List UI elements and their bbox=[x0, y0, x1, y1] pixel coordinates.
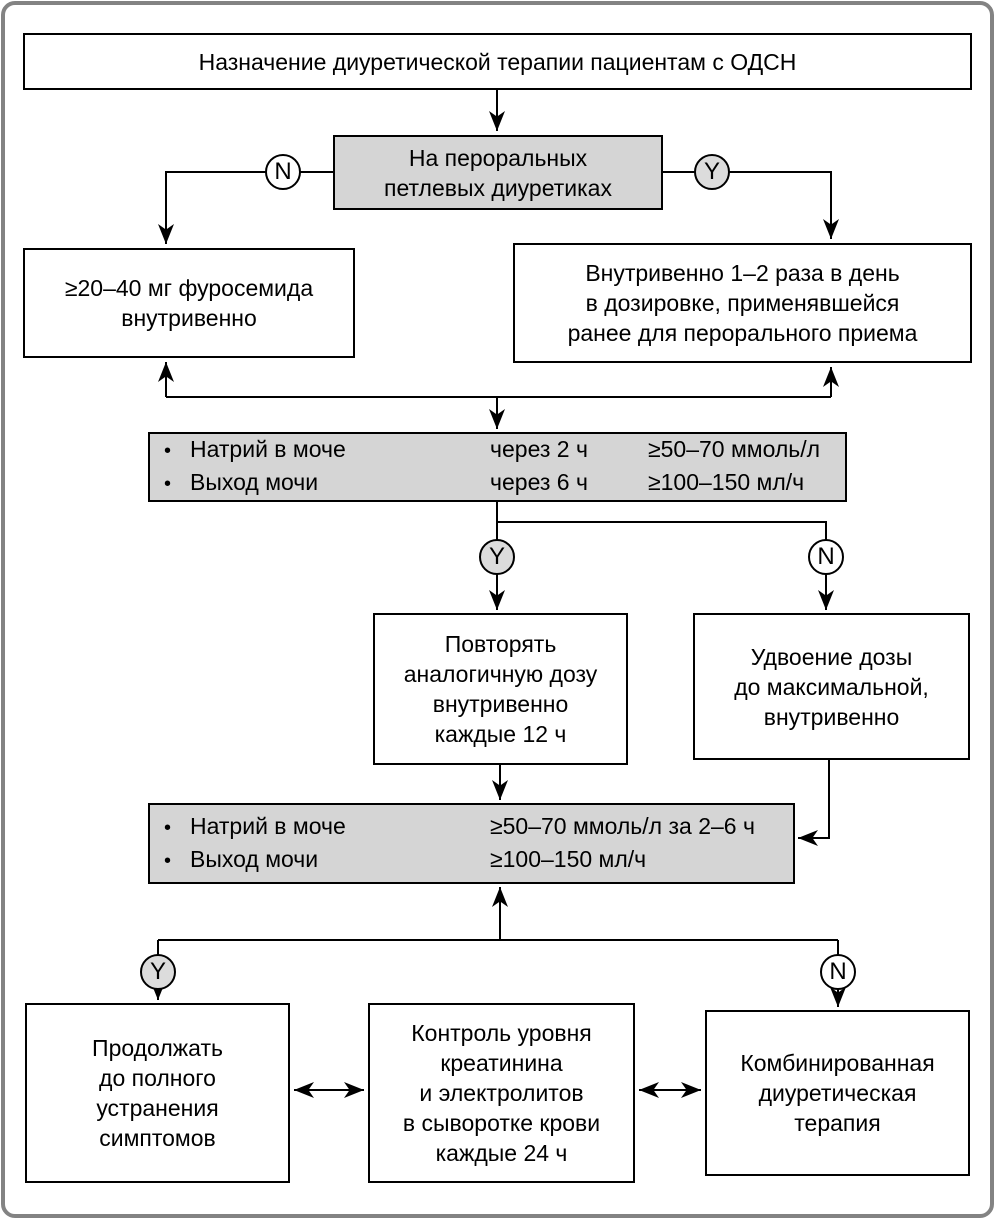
node-iv-prior-oral-dose: Внутривенно 1–2 раза в день в дозировке,… bbox=[513, 243, 972, 363]
bullet-icon: • bbox=[164, 473, 172, 495]
decision-yes-2: Y bbox=[479, 539, 515, 575]
node-monitor-labs: Контроль уровня креатинина и электролито… bbox=[368, 1003, 635, 1183]
check2-row-urine-output: • Выход мочи ≥100–150 мл/ч bbox=[164, 844, 793, 877]
check2-urine-label: Выход мочи bbox=[190, 845, 319, 872]
check1-urine-value: ≥100–150 мл/ч bbox=[648, 469, 805, 495]
check1-urine-label: Выход мочи bbox=[190, 469, 319, 495]
decision-yes-3: Y bbox=[140, 954, 176, 990]
check-box-1: • Натрий в моче через 2 ч ≥50–70 ммоль/л… bbox=[148, 432, 847, 502]
check1-row-urine-output: • Выход мочи через 6 ч ≥100–150 мл/ч bbox=[164, 467, 845, 500]
node-furosemide-iv: ≥20–40 мг фуросемида внутривенно bbox=[23, 248, 355, 358]
decision-no-3: N bbox=[820, 954, 856, 990]
title-box: Назначение диуретической терапии пациент… bbox=[23, 33, 972, 90]
check1-row-sodium: • Натрий в моче через 2 ч ≥50–70 ммоль/л bbox=[164, 434, 845, 467]
check2-sodium-label: Натрий в моче bbox=[190, 812, 346, 839]
check1-sodium-value: ≥50–70 ммоль/л bbox=[648, 436, 821, 462]
check2-urine-value: ≥100–150 мл/ч bbox=[490, 845, 647, 872]
bullet-icon: • bbox=[164, 849, 172, 872]
check2-sodium-value: ≥50–70 ммоль/л за 2–6 ч bbox=[490, 812, 755, 839]
node-double-dose: Удвоение дозы до максимальной, внутривен… bbox=[693, 613, 970, 760]
bullet-icon: • bbox=[164, 816, 172, 839]
node-oral-loop-diuretics: На пероральных петлевых диуретиках bbox=[333, 135, 663, 210]
check-box-2: • Натрий в моче ≥50–70 ммоль/л за 2–6 ч … bbox=[148, 803, 795, 884]
node-continue-until-resolved: Продолжать до полного устранения симптом… bbox=[25, 1003, 290, 1183]
bullet-icon: • bbox=[164, 440, 172, 462]
decision-yes-1: Y bbox=[694, 154, 730, 190]
decision-no-2: N bbox=[808, 539, 844, 575]
node-combined-therapy: Комбинированная диуретическая терапия bbox=[705, 1010, 970, 1176]
node-repeat-same-dose: Повторять аналогичную дозу внутривенно к… bbox=[373, 613, 628, 765]
check1-urine-time: через 6 ч bbox=[490, 469, 588, 495]
check2-row-sodium: • Натрий в моче ≥50–70 ммоль/л за 2–6 ч bbox=[164, 811, 793, 844]
check1-sodium-time: через 2 ч bbox=[490, 436, 588, 462]
decision-no-1: N bbox=[265, 154, 301, 190]
check1-sodium-label: Натрий в моче bbox=[190, 436, 346, 462]
